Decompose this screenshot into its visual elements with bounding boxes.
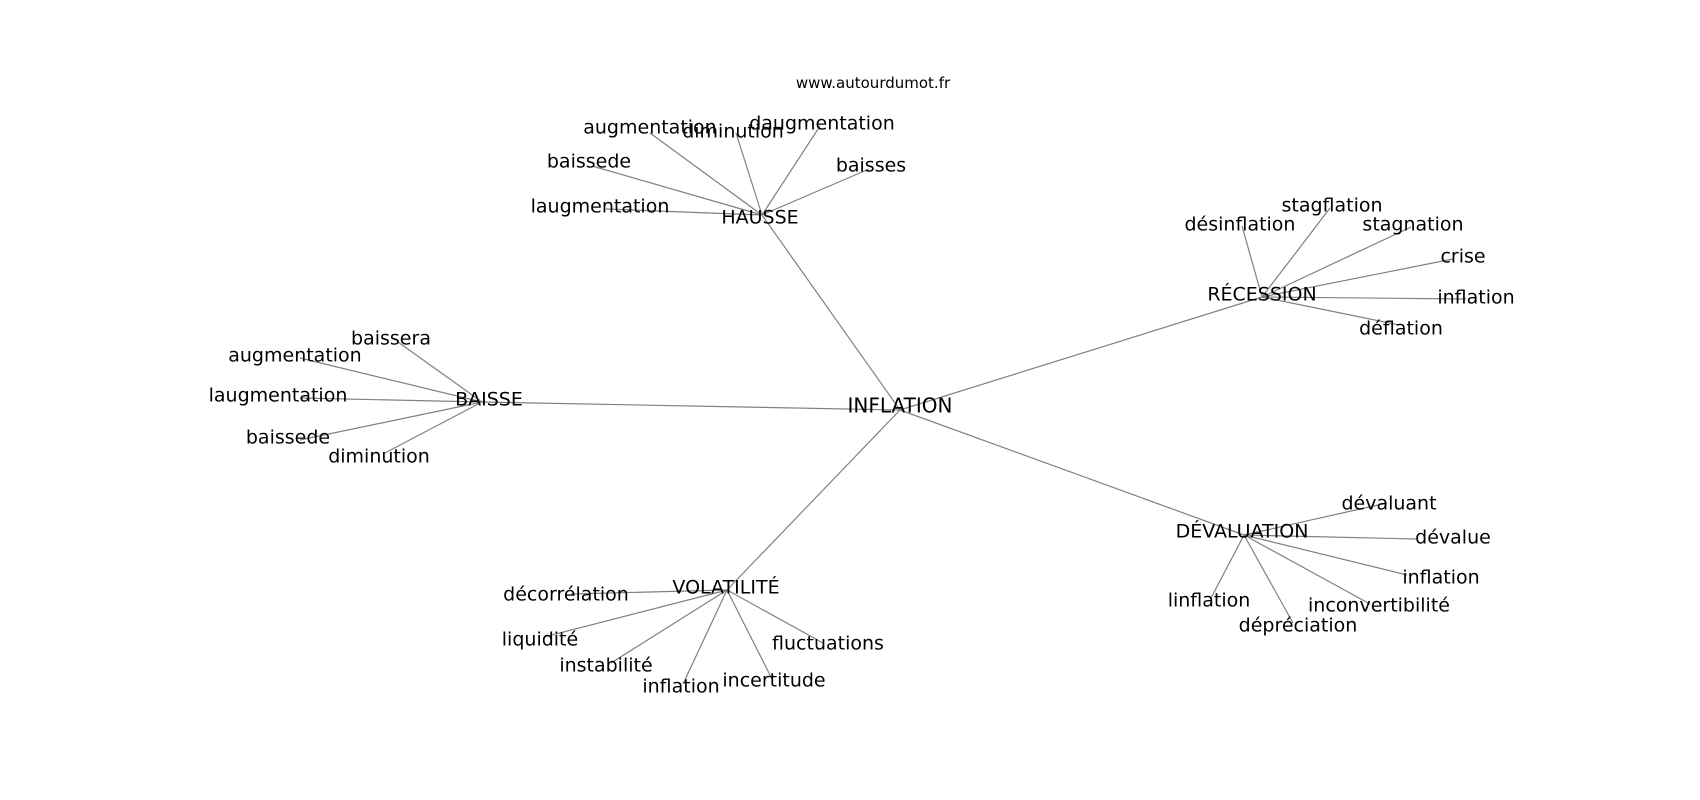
leaf-node-label: liquidité — [502, 629, 578, 651]
leaf-node-label: fluctuations — [772, 633, 884, 655]
edge-devaluation-leaf — [1243, 502, 1388, 536]
edge-hausse-leaf — [761, 125, 821, 216]
leaf-node-label: inconvertibilité — [1308, 595, 1450, 617]
hub-node-recession: RÉCESSION — [1207, 283, 1316, 306]
hub-node-devaluation: DÉVALUATION — [1176, 520, 1309, 543]
leaf-node-label: inflation — [642, 676, 719, 698]
leaf-node-label: baissede — [246, 427, 330, 449]
leaf-node-label: daugmentation — [749, 113, 895, 135]
leaf-node-label: augmentation — [583, 117, 716, 139]
edge-center-volatilite — [726, 409, 901, 591]
leaf-node-label: stagflation — [1281, 195, 1382, 217]
edge-recession-leaf — [1261, 226, 1412, 298]
edge-hausse-leaf — [591, 165, 763, 216]
leaf-node-label: dépréciation — [1239, 615, 1358, 637]
edge-recession-leaf — [1261, 296, 1400, 326]
edge-volatilite-leaf — [543, 589, 728, 638]
hub-node-hausse: HAUSSE — [721, 207, 798, 229]
edge-baisse-leaf — [382, 401, 483, 455]
center-node-label: INFLATION — [848, 394, 953, 418]
edge-center-hausse — [761, 214, 901, 411]
graph-edges — [299, 125, 1467, 685]
edge-hausse-leaf — [605, 208, 763, 216]
leaf-node-label: laugmentation — [531, 196, 670, 218]
edge-recession-leaf — [1261, 207, 1331, 298]
edge-recession-leaf — [1261, 258, 1454, 298]
leaf-node-label: désinflation — [1185, 214, 1296, 236]
edge-baisse-leaf — [397, 341, 483, 403]
edge-devaluation-leaf — [1243, 534, 1408, 576]
leaf-node-label: augmentation — [228, 345, 361, 367]
leaf-node-label: diminution — [328, 446, 430, 468]
edge-devaluation-leaf — [1243, 534, 1371, 605]
graph-labels: augmentationdiminutiondaugmentationbaiss… — [209, 113, 1515, 698]
edge-devaluation-leaf — [1210, 534, 1245, 599]
edge-volatilite-leaf — [682, 589, 728, 685]
hub-node-baisse: BAISSE — [455, 389, 523, 411]
leaf-node-label: dévaluant — [1341, 493, 1436, 515]
leaf-node-label: crise — [1440, 246, 1485, 268]
leaf-node-label: diminution — [682, 121, 784, 143]
hub-node-volatilite: VOLATILITÉ — [672, 576, 779, 599]
edge-center-recession — [899, 296, 1263, 411]
leaf-node-label: baissera — [351, 328, 431, 350]
leaf-node-label: instabilité — [559, 655, 652, 677]
edge-recession-leaf — [1241, 225, 1263, 298]
edge-hausse-leaf — [649, 132, 763, 216]
watermark-text: www.autourdumot.fr — [796, 74, 951, 92]
edge-recession-leaf — [1261, 296, 1467, 300]
leaf-node-label: déflation — [1359, 318, 1443, 340]
edge-volatilite-leaf — [570, 589, 728, 595]
leaf-node-label: baissede — [547, 151, 631, 173]
edge-volatilite-leaf — [610, 589, 728, 664]
edge-hausse-leaf — [735, 132, 763, 216]
edge-volatilite-leaf — [726, 589, 824, 644]
edge-volatilite-leaf — [726, 589, 773, 680]
leaf-node-label: inflation — [1402, 567, 1479, 589]
edge-baisse-leaf — [299, 401, 483, 441]
leaf-node-label: dévalue — [1415, 527, 1491, 549]
leaf-node-label: incertitude — [722, 670, 825, 692]
leaf-node-label: décorrélation — [503, 584, 629, 606]
edge-center-devaluation — [899, 409, 1245, 536]
leaf-node-label: inflation — [1437, 287, 1514, 309]
leaf-node-label: linflation — [1168, 590, 1251, 612]
edge-hausse-leaf — [761, 168, 870, 216]
edge-devaluation-leaf — [1243, 534, 1294, 624]
leaf-node-label: stagnation — [1362, 214, 1463, 236]
edge-center-baisse — [481, 401, 901, 411]
leaf-node-label: laugmentation — [209, 385, 348, 407]
leaf-node-label: baisses — [836, 155, 906, 177]
edge-baisse-leaf — [299, 397, 483, 403]
edge-devaluation-leaf — [1243, 534, 1417, 540]
edge-baisse-leaf — [299, 357, 483, 403]
